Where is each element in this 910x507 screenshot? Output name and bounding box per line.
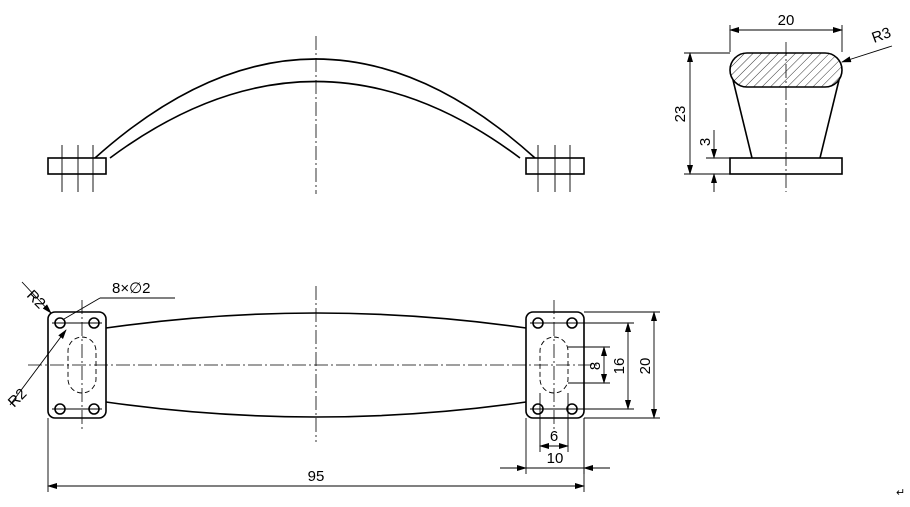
dim-foot-width: 20	[637, 358, 654, 375]
paragraph-mark: ↵	[896, 487, 905, 499]
dim-hole-spacing: 16	[611, 358, 628, 375]
dim-holes: 8×∅2	[112, 280, 151, 297]
mounting-holes	[52, 317, 580, 415]
dim-corner-radius-bottom: R2	[5, 385, 31, 411]
dim-slot-width: 6	[550, 428, 558, 445]
side-view: 20 R3 23 3	[672, 12, 893, 192]
dim-width-top: 20	[778, 12, 795, 29]
front-view	[47, 36, 585, 194]
dim-base-thickness: 3	[697, 138, 714, 146]
top-view: 8×∅2 R2 R2 95 8 16 20 6	[5, 280, 660, 492]
section-hatch	[729, 52, 843, 88]
dim-slot-length: 8	[587, 362, 604, 370]
dim-foot-length: 10	[547, 450, 564, 467]
dim-overall-length: 95	[308, 468, 325, 485]
dim-height: 23	[672, 106, 689, 123]
dim-top-radius: R3	[870, 24, 894, 47]
dim-corner-radius-top: R2	[23, 287, 49, 313]
